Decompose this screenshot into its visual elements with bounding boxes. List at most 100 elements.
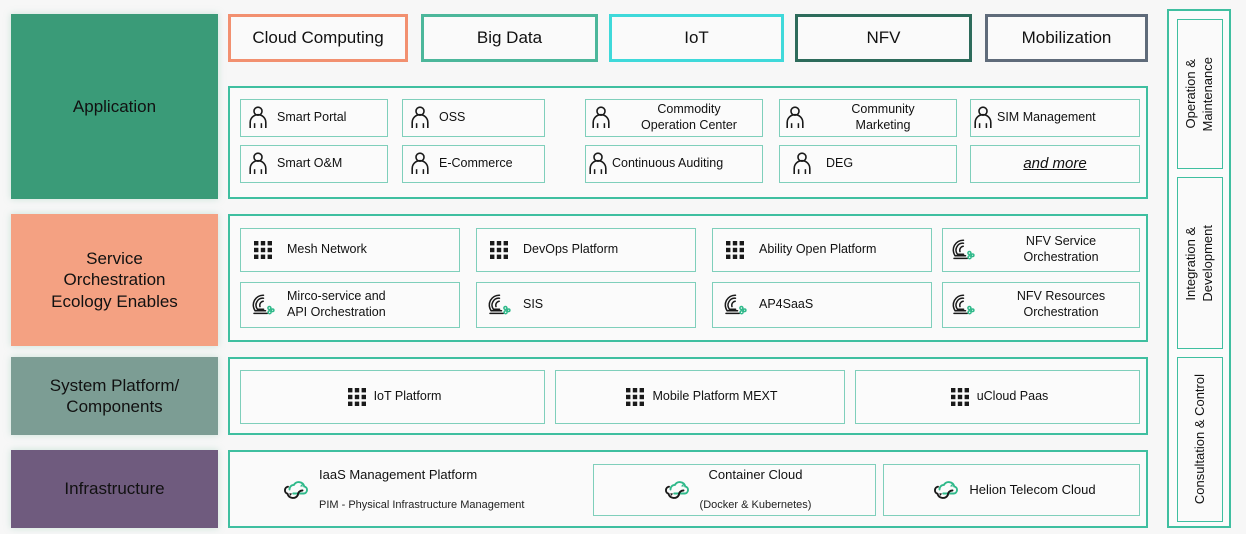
layer-label-application: Application [11,14,218,199]
tag-label: Big Data [476,28,543,47]
service-item-label: AP4SaaS [759,297,814,312]
system-item-mobile-platform-mext[interactable]: Mobile Platform MEXT [555,370,845,424]
cloud-icon [275,477,317,503]
person-icon [241,106,275,130]
dot-grid-icon [945,387,975,407]
service-item-nfv-service-orchestration[interactable]: NFV Service Orchestration [942,228,1140,272]
application-row-panel: Smart Portal OSS [228,86,1148,199]
cloud-icon [656,477,698,503]
layer-label-text: Service Orchestration Ecology Enables [51,249,178,311]
infra-item-text: IaaS Management Platform PIM - Physical … [317,452,605,529]
service-item-label: DevOps Platform [523,242,619,257]
app-item-label: SIM Management [997,110,1096,125]
app-item-e-commerce[interactable]: E-Commerce [402,145,545,183]
app-item-label: E-Commerce [439,156,513,171]
sidebar-item-label: Consultation & Control [1191,374,1207,505]
app-item-label: Community Marketing [851,102,915,132]
infra-item-helion-telecom-cloud[interactable]: Helion Telecom Cloud [883,464,1140,516]
person-icon [586,152,610,176]
dot-grid-icon [713,240,757,260]
orchestration-icon [943,292,983,318]
service-item-mesh-network[interactable]: Mesh Network [240,228,460,272]
dot-grid-icon [620,387,650,407]
layer-label-text: Infrastructure [64,479,165,499]
layer-label-system: System Platform/ Components [11,357,218,435]
person-icon [241,152,275,176]
tag-label: NFV [866,28,901,47]
app-item-label: Smart Portal [277,110,347,125]
app-item-commodity-operation-center[interactable]: Commodity Operation Center [585,99,763,137]
cloud-icon [925,477,967,503]
sidebar-item-integration-development[interactable]: Integration & Development [1177,177,1223,349]
layer-label-text: System Platform/ Components [49,375,180,416]
app-item-label: Continuous Auditing [612,156,724,171]
infra-item-label: Helion Telecom Cloud [969,481,1096,497]
orchestration-icon [241,292,285,318]
service-item-label: Ability Open Platform [759,242,877,257]
tag-label: Mobilization [1021,28,1112,47]
app-item-continuous-auditing[interactable]: Continuous Auditing [585,145,763,183]
service-item-sis[interactable]: SIS [476,282,696,328]
service-item-ap4saas[interactable]: AP4SaaS [712,282,932,328]
infra-item-label: IaaS Management Platform [319,467,478,483]
app-item-smart-portal[interactable]: Smart Portal [240,99,388,137]
system-item-label: IoT Platform [373,389,442,404]
service-row-panel: Mesh Network DevOps Platform [228,214,1148,342]
lifecycle-sidebar: Operation & Maintenance Integration & De… [1167,9,1231,528]
tag-label: Cloud Computing [252,28,384,47]
orchestration-icon [943,237,983,263]
system-item-iot-platform[interactable]: IoT Platform [240,370,545,424]
service-item-label: Mesh Network [287,242,367,257]
tag-mobilization[interactable]: Mobilization [985,14,1148,62]
infra-item-container-cloud[interactable]: Container Cloud (Docker & Kubernetes) [593,464,876,516]
tag-cloud-computing[interactable]: Cloud Computing [228,14,408,62]
dot-grid-icon [477,240,521,260]
layer-label-text: Application [72,96,157,116]
person-icon [780,152,824,176]
orchestration-icon [477,292,521,318]
sidebar-item-operation-maintenance[interactable]: Operation & Maintenance [1177,19,1223,169]
infra-item-text: Container Cloud (Docker & Kubernetes) [698,452,814,529]
app-item-label: Commodity Operation Center [641,102,737,132]
layer-label-service: Service Orchestration Ecology Enables [11,214,218,346]
app-item-sim-management[interactable]: SIM Management [970,99,1140,137]
dot-grid-icon [241,240,285,260]
system-item-ucloud-paas[interactable]: uCloud Paas [855,370,1140,424]
app-item-smart-om[interactable]: Smart O&M [240,145,388,183]
app-item-label: OSS [439,110,466,125]
infrastructure-row-panel: IaaS Management Platform PIM - Physical … [228,450,1148,528]
service-item-nfv-resources-orchestration[interactable]: NFV Resources Orchestration [942,282,1140,328]
infra-item-label: Container Cloud [708,467,803,483]
infra-item-sublabel: (Docker & Kubernetes) [699,499,812,512]
service-item-micro-service-api-orchestration[interactable]: Mirco-service and API Orchestration [240,282,460,328]
sidebar-item-consultation-control[interactable]: Consultation & Control [1177,357,1223,522]
service-item-label: NFV Service Orchestration [1023,234,1099,264]
sidebar-item-label: Integration & Development [1183,224,1215,302]
app-item-oss[interactable]: OSS [402,99,545,137]
sidebar-item-label: Operation & Maintenance [1183,56,1215,132]
tag-nfv[interactable]: NFV [795,14,972,62]
person-icon [780,106,810,130]
layer-label-infrastructure: Infrastructure [11,450,218,528]
person-icon [971,106,995,130]
system-item-label: uCloud Paas [976,389,1049,404]
tag-big-data[interactable]: Big Data [421,14,598,62]
infra-item-iaas-management-platform[interactable]: IaaS Management Platform PIM - Physical … [275,464,605,516]
person-icon [403,106,437,130]
tag-label: IoT [684,28,709,47]
app-item-deg[interactable]: DEG [779,145,957,183]
service-item-ability-open-platform[interactable]: Ability Open Platform [712,228,932,272]
person-icon [586,106,616,130]
tag-iot[interactable]: IoT [609,14,784,62]
app-item-and-more[interactable]: and more [970,145,1140,183]
app-item-label: Smart O&M [277,156,343,171]
person-icon [403,152,437,176]
service-item-devops-platform[interactable]: DevOps Platform [476,228,696,272]
infra-item-sublabel: PIM - Physical Infrastructure Management [319,499,525,512]
service-item-label: SIS [523,297,544,312]
app-item-community-marketing[interactable]: Community Marketing [779,99,957,137]
orchestration-icon [713,292,757,318]
service-item-label: NFV Resources Orchestration [1016,289,1106,319]
service-item-label: Mirco-service and API Orchestration [287,289,386,319]
